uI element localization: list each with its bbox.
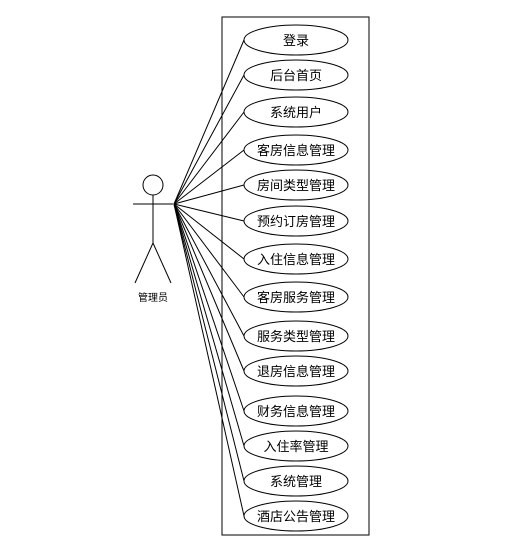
use-case-ellipse: [243, 96, 349, 128]
use-case: 服务类型管理: [243, 320, 349, 352]
association-line: [173, 74, 245, 205]
association-line: [173, 39, 245, 205]
association-line: [173, 203, 245, 482]
use-case: 酒店公告管理: [243, 500, 349, 532]
association-line: [173, 203, 245, 337]
associations: [173, 39, 245, 517]
use-case: 房间类型管理: [243, 169, 349, 201]
use-case-ellipse: [243, 320, 349, 352]
use-case-ellipse: [243, 355, 349, 387]
use-cases: 登录后台首页系统用户客房信息管理房间类型管理预约订房管理入住信息管理客房服务管理…: [243, 24, 349, 532]
use-case: 后台首页: [243, 59, 349, 91]
use-case: 入住信息管理: [243, 243, 349, 275]
use-case: 登录: [243, 24, 349, 56]
association-line: [173, 203, 245, 260]
use-case-ellipse: [243, 205, 349, 237]
use-case-ellipse: [243, 465, 349, 497]
use-case-label: 入住信息管理: [257, 252, 335, 268]
use-case-label: 登录: [283, 34, 309, 49]
use-case-ellipse: [243, 169, 349, 201]
use-case-ellipse: [243, 134, 349, 166]
use-case: 入住率管理: [243, 430, 349, 462]
use-case-ellipse: [243, 430, 349, 462]
use-case-label: 客房服务管理: [257, 290, 335, 306]
association-line: [173, 203, 245, 412]
actor-left-leg: [134, 242, 154, 284]
actor: 管理员: [133, 174, 173, 304]
association-line: [173, 203, 245, 517]
use-case: 预约订房管理: [243, 205, 349, 237]
actor-right-leg: [152, 242, 172, 284]
use-case-label: 后台首页: [270, 69, 322, 84]
association-line: [173, 184, 245, 205]
use-case-ellipse: [243, 395, 349, 427]
use-case: 系统用户: [243, 96, 349, 128]
use-case-label: 退房信息管理: [257, 364, 335, 380]
use-case: 客房信息管理: [243, 134, 349, 166]
use-case: 财务信息管理: [243, 395, 349, 427]
use-case-label: 服务类型管理: [257, 329, 335, 345]
association-line: [173, 149, 245, 205]
use-case-label: 房间类型管理: [257, 178, 335, 194]
use-case-label: 财务信息管理: [257, 404, 335, 420]
use-case-ellipse: [243, 24, 349, 56]
association-line: [173, 203, 245, 447]
use-case-label: 酒店公告管理: [257, 510, 335, 525]
use-case-ellipse: [243, 59, 349, 91]
use-case: 退房信息管理: [243, 355, 349, 387]
association-line: [173, 203, 245, 372]
use-case-label: 系统用户: [270, 105, 322, 121]
association-line: [173, 203, 245, 298]
use-case-label: 预约订房管理: [257, 214, 335, 230]
actor-head: [142, 174, 164, 196]
use-case: 系统管理: [243, 465, 349, 497]
use-case-label: 入住率管理: [263, 439, 328, 455]
system-boundary: [221, 16, 370, 536]
use-case-ellipse: [243, 243, 349, 275]
association-line: [173, 203, 245, 222]
association-line: [173, 111, 245, 205]
use-case-label: 客房信息管理: [257, 143, 335, 159]
use-case-ellipse: [243, 500, 349, 532]
use-case: 客房服务管理: [243, 281, 349, 313]
actor-label: 管理员: [138, 291, 168, 304]
use-case-ellipse: [243, 281, 349, 313]
use-case-label: 系统管理: [270, 475, 322, 490]
